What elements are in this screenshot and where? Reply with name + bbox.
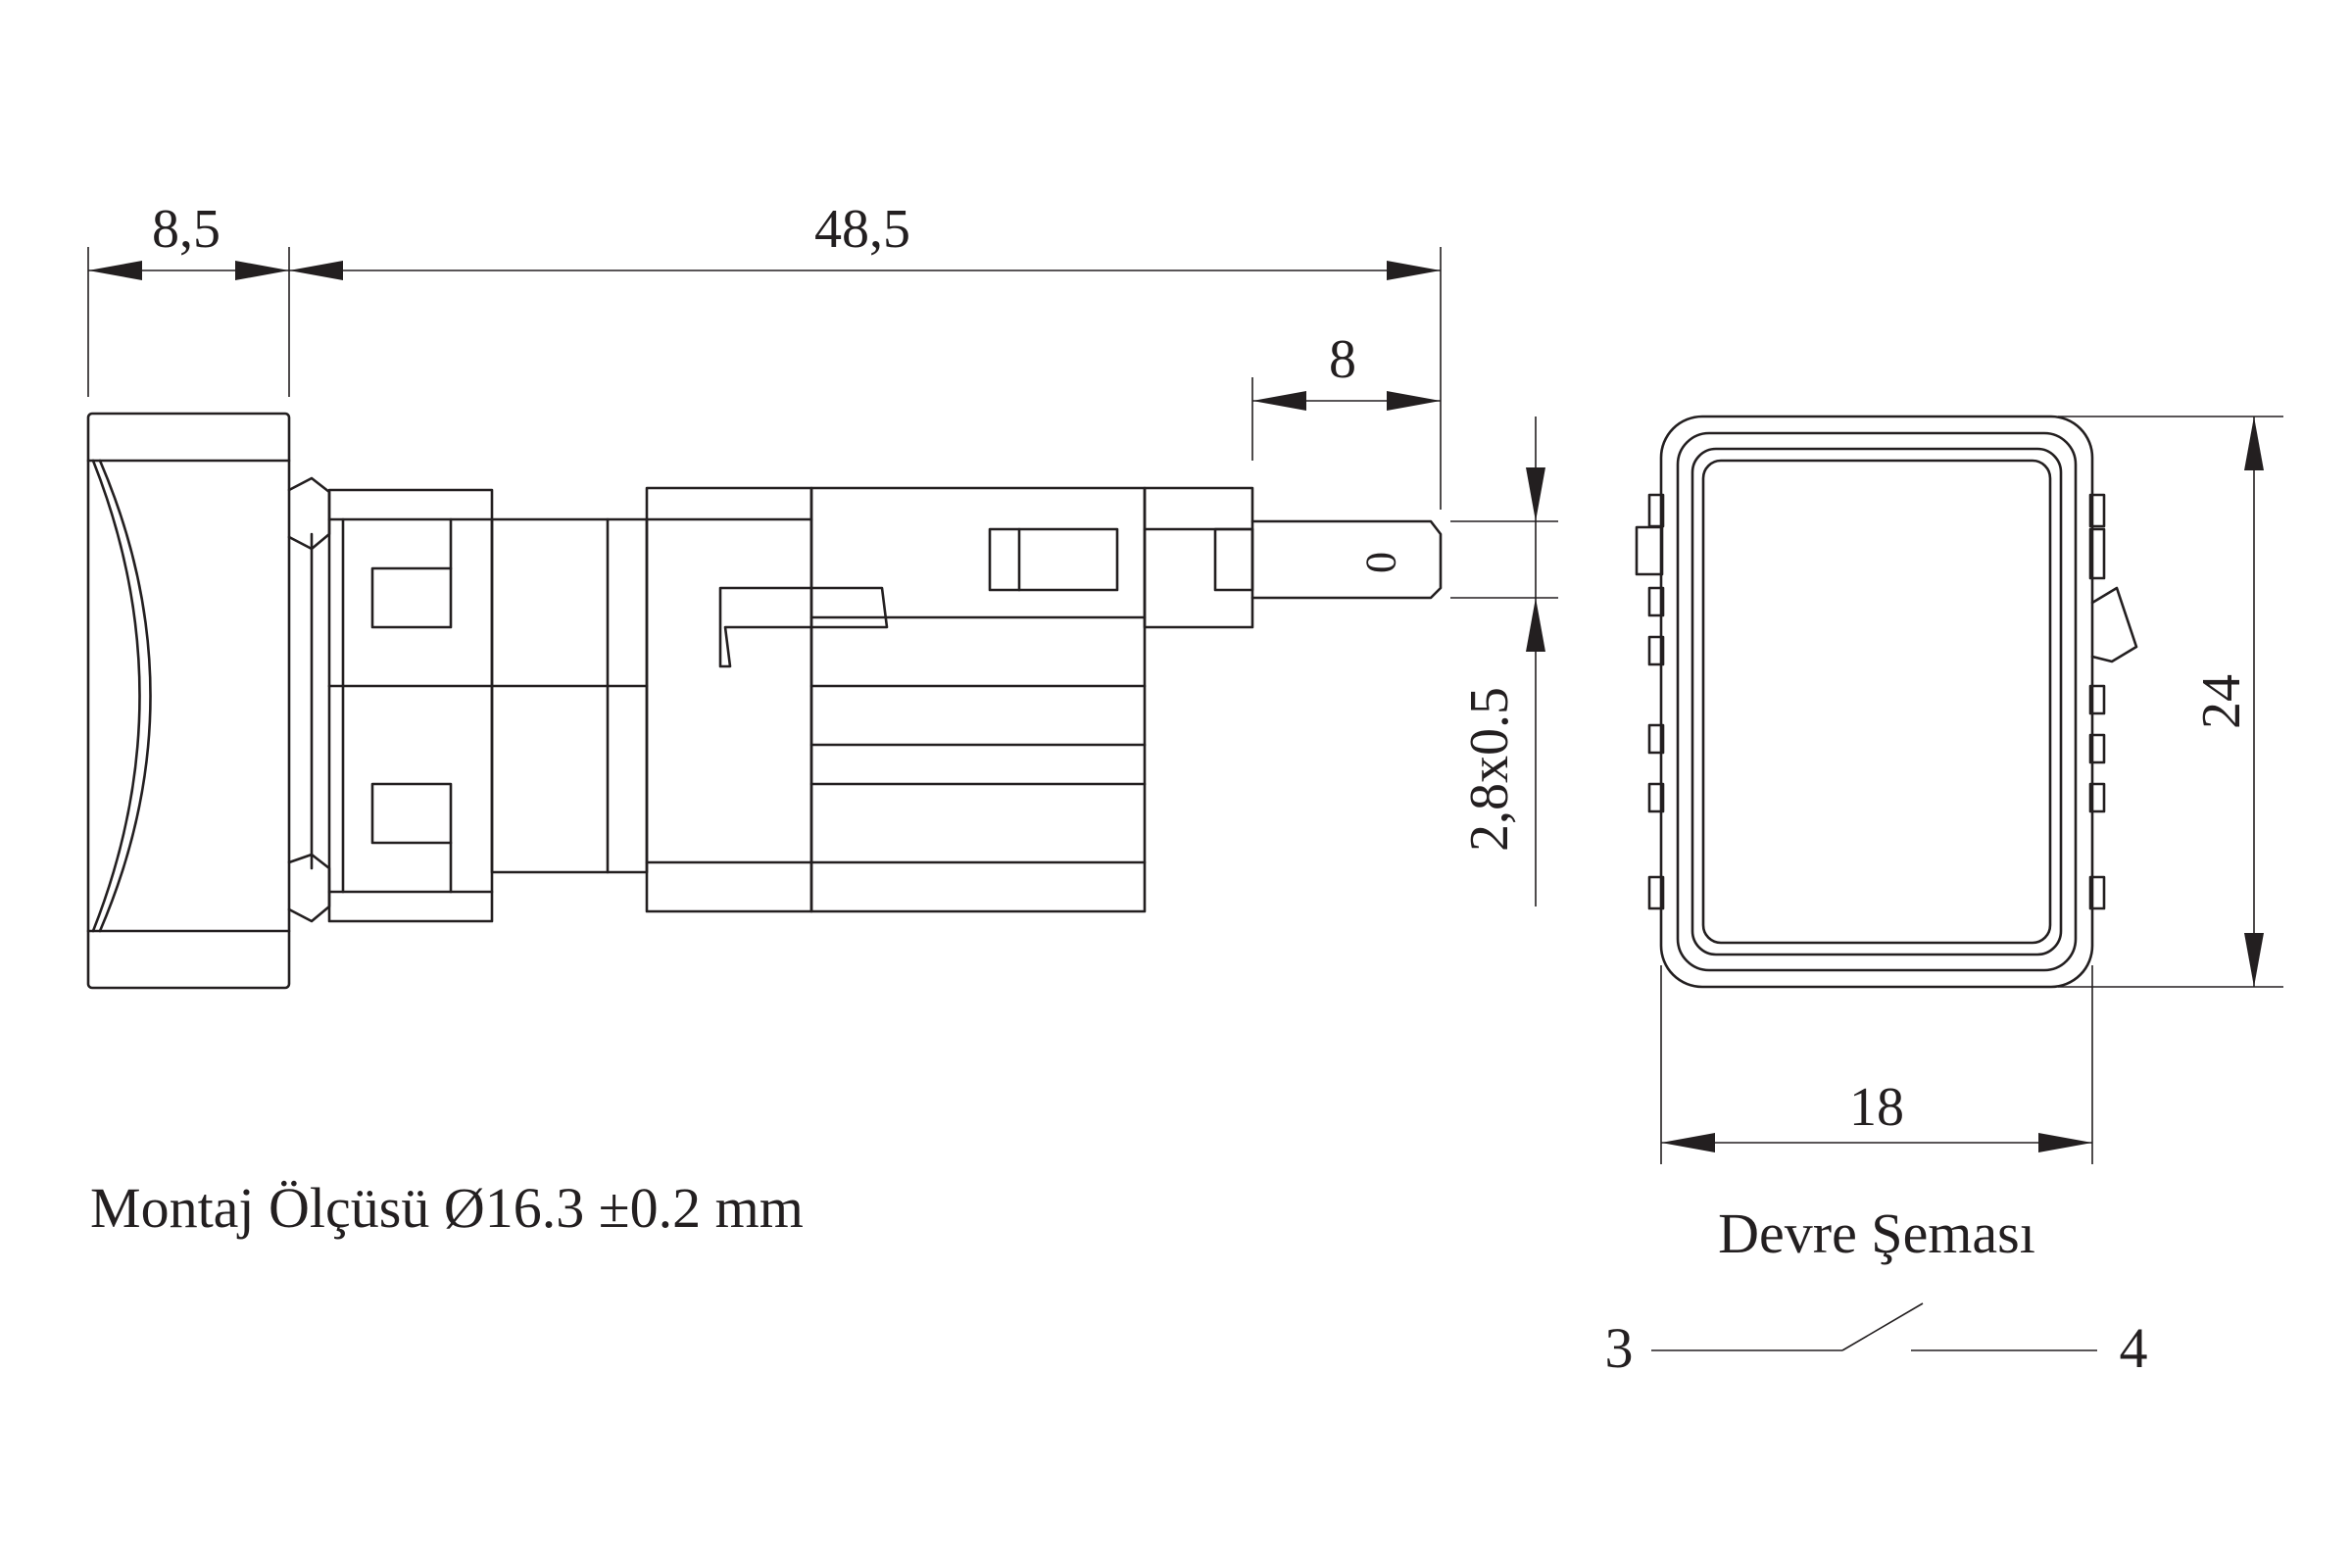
dimension-flange-width: 8,5 — [88, 199, 289, 280]
dimension-terminal-size: 2,8x0.5 — [1450, 416, 1558, 906]
clip-housing — [327, 488, 494, 923]
switch-symbol — [1651, 1302, 2097, 1351]
dimensions-side: 8,5 48,5 8 2,8x0.5 — [87, 199, 1558, 906]
switch-body — [645, 486, 1147, 913]
terminal-label: 0 — [1357, 552, 1405, 573]
front-cap — [86, 412, 291, 990]
dimension-body-length: 48,5 — [289, 199, 1441, 280]
dimension-front-height: 24 — [2058, 416, 2283, 988]
terminal-blade: 0 — [1250, 519, 1443, 600]
circuit-terminal-right: 4 — [2120, 1316, 2148, 1380]
side-view: 0 — [86, 412, 1443, 990]
dimension-front-width: 18 — [1660, 965, 2093, 1164]
mounting-note: Montaj Ölçüsü Ø16.3 ±0.2 mm — [90, 1176, 804, 1240]
circuit-title: Devre Şeması — [1718, 1201, 2035, 1265]
front-view — [1635, 415, 2138, 989]
dimension-front-height-label: 24 — [2191, 674, 2252, 729]
rear-block — [1143, 486, 1254, 629]
mounting-teeth — [287, 476, 331, 923]
circuit-diagram: Devre Şeması 3 4 — [1605, 1201, 2148, 1380]
front-left-tabs — [1635, 493, 1665, 910]
dimension-terminal-size-label: 2,8x0.5 — [1459, 687, 1520, 852]
dimension-terminal-length: 8 — [1252, 329, 1441, 411]
dimensions-front: 24 18 — [1660, 416, 2283, 1164]
neck — [490, 517, 649, 874]
front-right-tabs — [2088, 493, 2138, 910]
dimension-front-width-label: 18 — [1849, 1077, 1904, 1138]
circuit-terminal-left: 3 — [1605, 1316, 1634, 1380]
dimension-body-length-label: 48,5 — [814, 199, 910, 260]
dimension-flange-width-label: 8,5 — [152, 199, 220, 260]
dimension-terminal-length-label: 8 — [1329, 329, 1356, 390]
